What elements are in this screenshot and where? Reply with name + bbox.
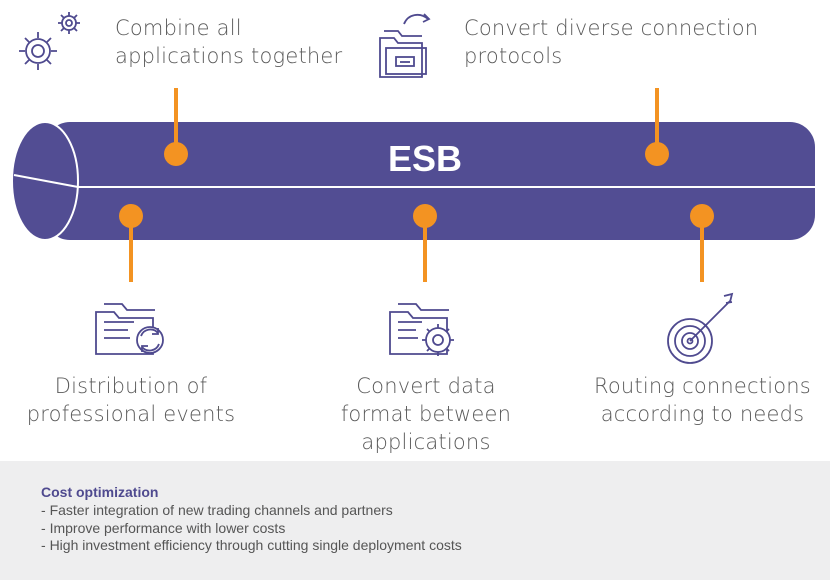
label-line: applications (361, 430, 491, 454)
label-line: according to needs (600, 402, 805, 426)
feature-label-protocols: Convert diverse connection protocols (464, 14, 758, 70)
target-icon (667, 292, 734, 364)
cost-title: Cost optimization (41, 484, 159, 500)
feature-label-distribution: Distribution of professional events (0, 372, 262, 428)
label-line: Routing connections (594, 374, 811, 398)
esb-diagram: ESB (11, 12, 830, 364)
label-line: applications together (115, 44, 343, 68)
label-line: professional events (26, 402, 236, 426)
feature-label-routing: Routing connections according to needs (575, 372, 830, 428)
cost-list: Faster integration of new trading channe… (41, 502, 462, 555)
dot-protocols (645, 142, 669, 166)
feature-label-combine: Combine all applications together (115, 14, 342, 70)
label-line: Combine all (115, 16, 242, 40)
esb-label: ESB (388, 138, 462, 179)
folder-sync-icon (95, 303, 164, 355)
folder-gear-icon (389, 303, 454, 356)
pipe-end-line (13, 174, 79, 188)
label-line: Convert diverse connection (464, 16, 759, 40)
dot-format (413, 204, 437, 228)
label-line: protocols (464, 44, 563, 68)
cost-item: Faster integration of new trading channe… (41, 502, 462, 520)
cost-item: High investment efficiency through cutti… (41, 537, 462, 555)
feature-label-format: Convert data format between applications (315, 372, 537, 456)
dot-routing (690, 204, 714, 228)
label-line: format between (340, 402, 512, 426)
esb-pipe: ESB (11, 121, 830, 241)
dot-distribution (119, 204, 143, 228)
dot-combine (164, 142, 188, 166)
cost-optimization-panel: Cost optimization Faster integration of … (0, 461, 830, 580)
pipe-body (45, 122, 815, 240)
connector-dots (119, 142, 714, 228)
label-line: Distribution of (54, 374, 208, 398)
gears-icon (19, 12, 80, 70)
cost-item: Improve performance with lower costs (41, 520, 462, 538)
folder-refresh-icon (379, 13, 431, 78)
label-line: Convert data (356, 374, 496, 398)
